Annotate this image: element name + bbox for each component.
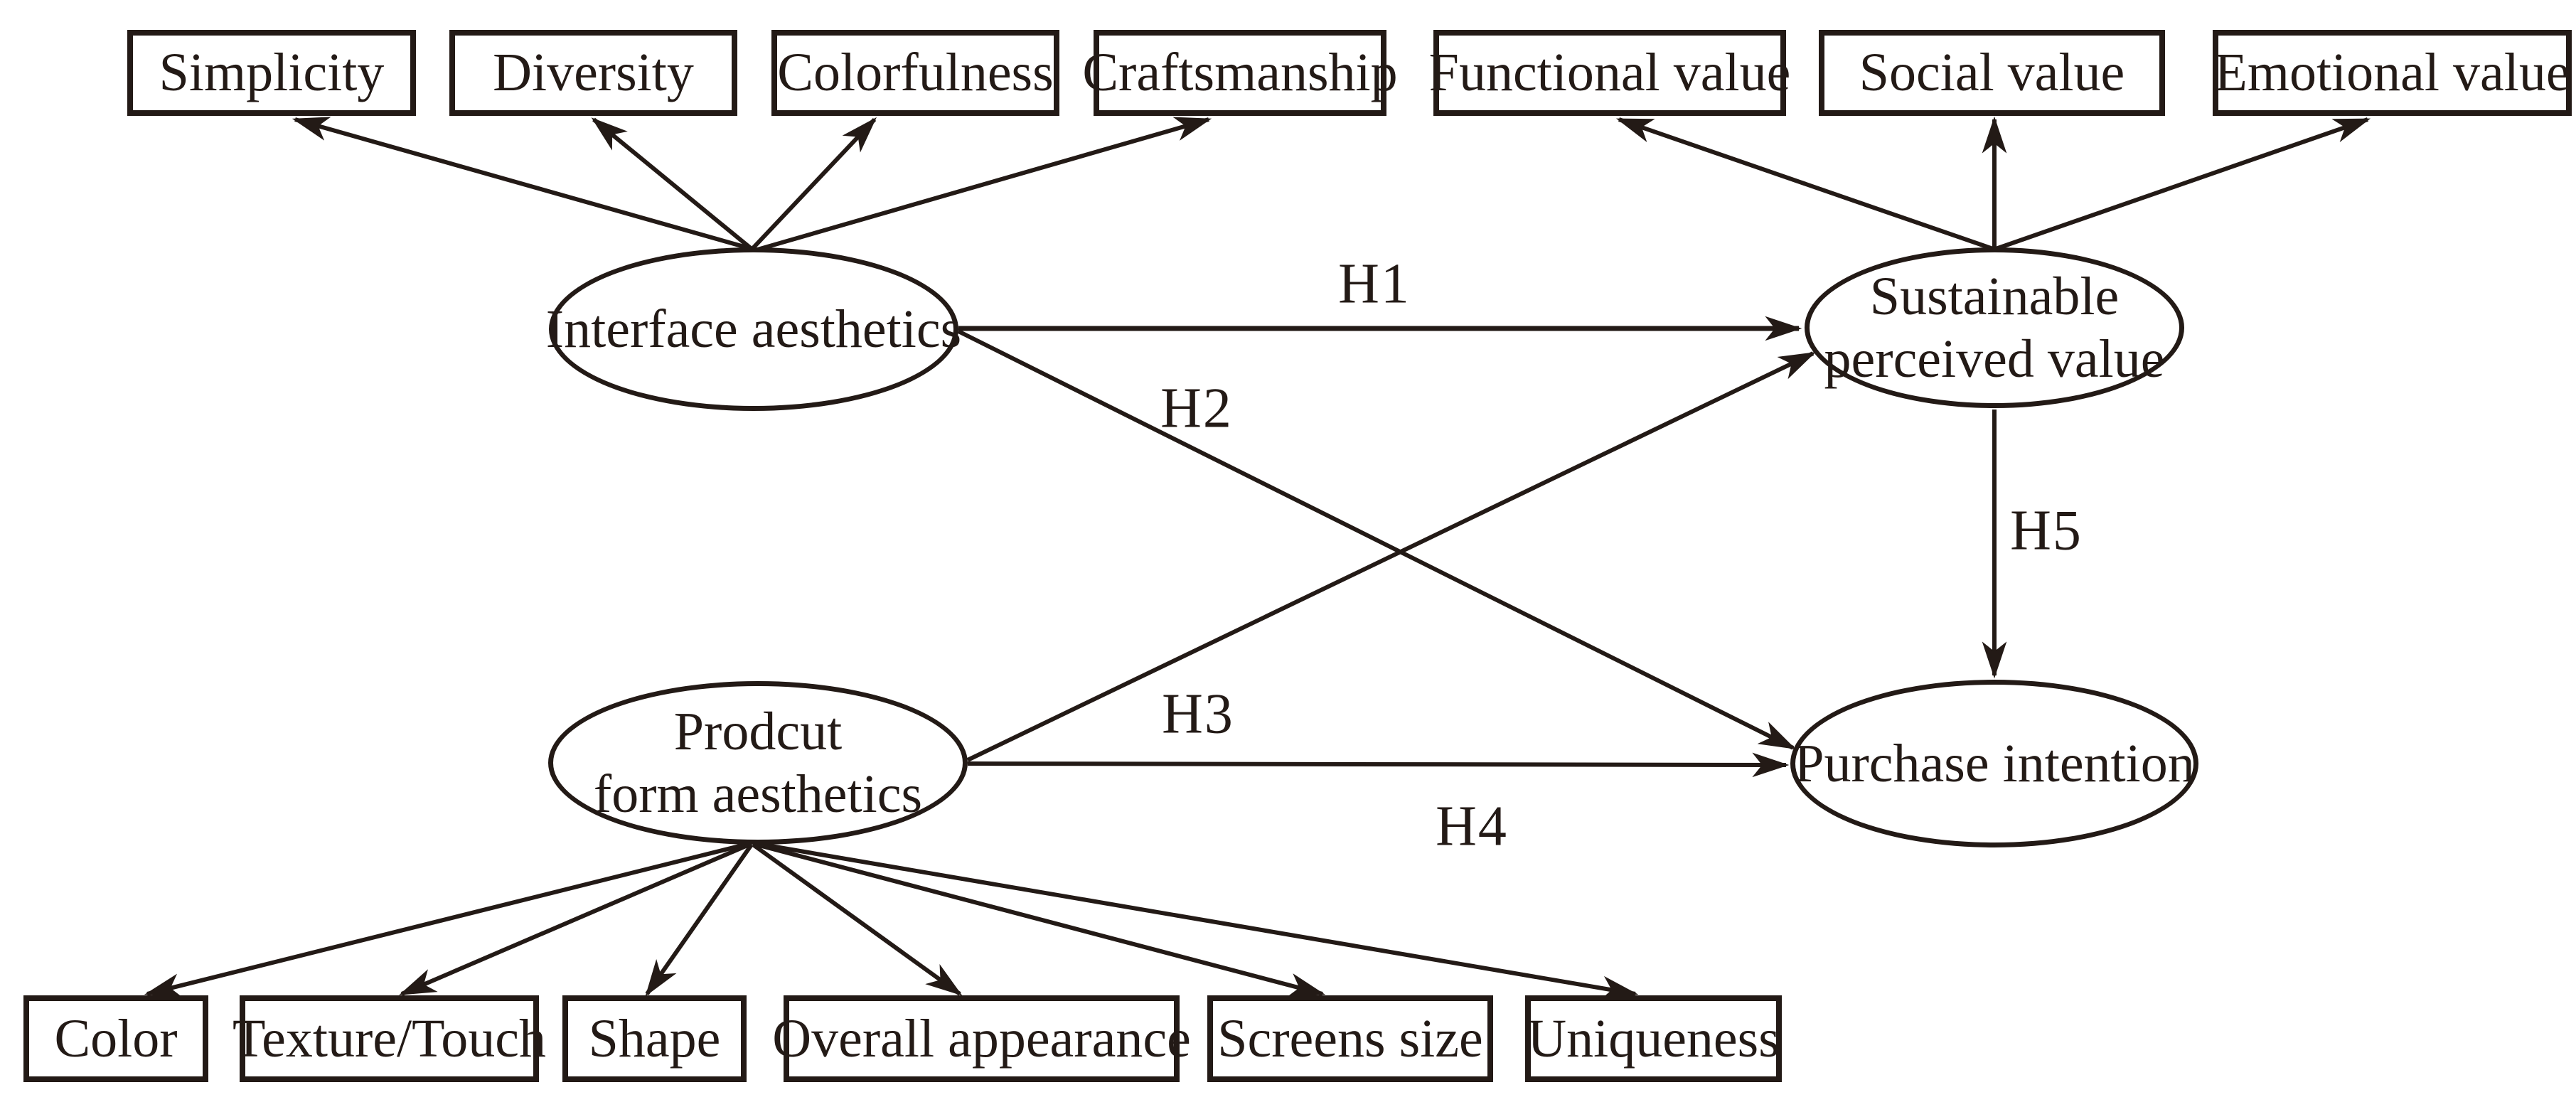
node-uniqueness: Uniqueness (1525, 995, 1782, 1082)
node-functional-value: Functional value (1429, 30, 1790, 116)
edge-label-h5: H5 (2010, 499, 2083, 562)
node-texture-touch: Texture/Touch (233, 995, 546, 1082)
node-color: Color (23, 995, 208, 1082)
latent-purchase-intention: Purchase intention (1790, 680, 2198, 847)
latent-sustainable-perceived-value-label-line1: Sustainable (1869, 266, 2120, 326)
node-texture-touch-label: Texture/Touch (233, 1008, 546, 1069)
node-functional-value-label: Functional value (1428, 43, 1791, 102)
arrow-interface-to-craftsmanship (754, 117, 1212, 252)
node-social-value-label: Social value (1859, 43, 2125, 102)
latent-purchase-intention-label: Purchase intention (1794, 733, 2195, 793)
arrow-interface-to-diversity (591, 117, 753, 251)
latent-product-form-aesthetics: Prodcut form aesthetics (548, 681, 968, 845)
arrow-product-to-texture-touch (399, 842, 752, 996)
node-emotional-value: Emotional value (2213, 30, 2572, 116)
arrow-sustainable-to-functional-value (1615, 117, 1994, 251)
arrow-product-to-overall-appearance (752, 842, 963, 996)
arrow-h3 (966, 351, 1816, 762)
node-diversity-label: Diversity (493, 43, 694, 102)
arrow-interface-to-colorfulness (750, 117, 877, 251)
node-overall-appearance-label: Overall appearance (772, 1008, 1191, 1069)
edge-label-h4: H4 (1436, 795, 1508, 858)
node-screens-size-label: Screens size (1217, 1008, 1483, 1069)
node-emotional-value-label: Emotional value (2214, 43, 2570, 102)
node-colorfulness-label: Colorfulness (777, 43, 1054, 102)
node-diversity: Diversity (449, 30, 737, 116)
edge-label-h1: H1 (1338, 252, 1411, 316)
node-craftsmanship-label: Craftsmanship (1082, 43, 1398, 102)
node-screens-size: Screens size (1207, 995, 1493, 1082)
node-shape-label: Shape (588, 1008, 721, 1069)
latent-interface-aesthetics: Interface aesthetics (545, 247, 962, 411)
latent-interface-aesthetics-label: Interface aesthetics (545, 299, 962, 359)
node-shape: Shape (562, 995, 747, 1082)
node-uniqueness-label: Uniqueness (1527, 1008, 1780, 1069)
node-simplicity-label: Simplicity (159, 43, 385, 102)
edge-label-h2: H2 (1160, 377, 1233, 440)
node-color-label: Color (54, 1008, 178, 1069)
node-craftsmanship: Craftsmanship (1082, 30, 1398, 116)
arrow-product-to-shape (645, 843, 754, 997)
edge-label-h3: H3 (1162, 683, 1234, 746)
node-social-value: Social value (1819, 30, 2165, 116)
arrow-h2 (957, 329, 1796, 750)
node-overall-appearance: Overall appearance (772, 995, 1191, 1082)
latent-product-form-aesthetics-label-line2: form aesthetics (593, 764, 923, 824)
node-simplicity: Simplicity (127, 30, 416, 116)
node-colorfulness: Colorfulness (771, 30, 1059, 116)
arrow-product-to-uniqueness (754, 841, 1639, 1001)
arrow-interface-to-simplicity (292, 117, 752, 251)
latent-product-form-aesthetics-label-line1: Prodcut (673, 701, 843, 761)
arrow-h4 (967, 752, 1790, 778)
latent-sustainable-perceived-value-label-line2: perceived value (1824, 329, 2165, 389)
arrow-product-to-screens-size (753, 842, 1326, 997)
arrow-sustainable-to-emotional-value (1995, 117, 2371, 251)
arrow-product-to-color (144, 841, 752, 998)
latent-sustainable-perceived-value: Sustainable perceived value (1805, 247, 2184, 408)
